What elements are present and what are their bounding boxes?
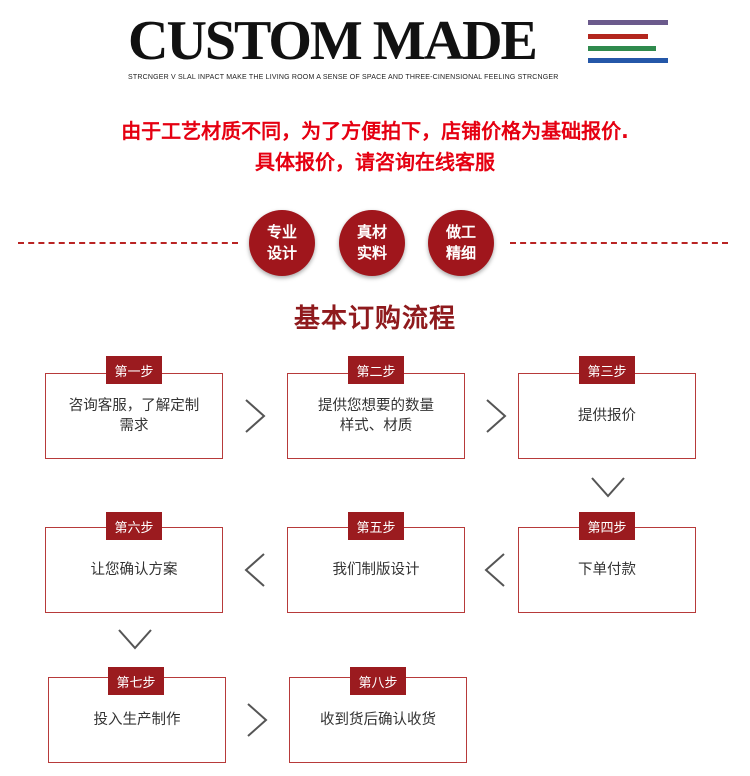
step-box-3: 提供报价 <box>518 373 696 459</box>
step-text: 我们制版设计 <box>332 562 420 578</box>
badge-line: 真材 <box>356 223 387 241</box>
step-text: 投入生产制作 <box>93 712 181 728</box>
divider-right <box>510 242 728 244</box>
step-text: 收到货后确认收货 <box>320 712 436 728</box>
step-tab-5: 第五步 <box>348 512 404 540</box>
badge-line: 精细 <box>445 244 476 262</box>
tagline: STRCNGER V SLAL INPACT MAKE THE LIVING R… <box>128 74 559 81</box>
logo-stripe <box>588 20 668 25</box>
badge-line: 实料 <box>356 244 387 262</box>
step-text: 让您确认方案 <box>90 562 178 578</box>
chevron-right-icon <box>247 703 268 737</box>
step-tab-3: 第三步 <box>579 356 635 384</box>
logo-stripe <box>588 46 656 51</box>
step-text: 下单付款 <box>578 562 636 578</box>
step-text: 咨询客服，了解定制 需求 <box>68 398 200 434</box>
process-title: 基本订购流程 <box>293 304 456 334</box>
step-tab-6: 第六步 <box>106 512 162 540</box>
step-tab-4: 第四步 <box>579 512 635 540</box>
chevron-down-icon <box>118 629 152 650</box>
logo-stripe <box>588 58 668 63</box>
step-box-4: 下单付款 <box>518 527 696 613</box>
chevron-right-icon <box>486 399 507 433</box>
notice-line-2: 具体报价，请咨询在线客服 <box>255 150 495 174</box>
badge-line: 设计 <box>266 244 297 262</box>
step-box-2: 提供您想要的数量 样式、材质 <box>287 373 465 459</box>
step-text: 提供您想要的数量 样式、材质 <box>318 398 434 434</box>
step-tab-2: 第二步 <box>348 356 404 384</box>
step-tab-7: 第七步 <box>108 667 164 695</box>
chevron-left-icon <box>484 553 505 587</box>
badge-design: 专业 设计 <box>249 210 315 276</box>
logo-title: CUSTOM MADE <box>128 10 538 72</box>
chevron-right-icon <box>245 399 266 433</box>
step-box-1: 咨询客服，了解定制 需求 <box>45 373 223 459</box>
badge-line: 做工 <box>445 223 476 241</box>
badge-line: 专业 <box>266 223 297 241</box>
logo-stripe <box>588 34 648 39</box>
badge-material: 真材 实料 <box>339 210 405 276</box>
step-box-5: 我们制版设计 <box>287 527 465 613</box>
chevron-down-icon <box>591 477 625 498</box>
step-box-7: 投入生产制作 <box>48 677 226 763</box>
badge-craft: 做工 精细 <box>428 210 494 276</box>
step-box-6: 让您确认方案 <box>45 527 223 613</box>
chevron-left-icon <box>244 553 265 587</box>
logo-stripes <box>588 20 668 66</box>
step-tab-8: 第八步 <box>350 667 406 695</box>
divider-left <box>18 242 238 244</box>
step-text: 提供报价 <box>578 408 636 424</box>
notice-line-1: 由于工艺材质不同，为了方便拍下，店铺价格为基础报价. <box>121 119 629 143</box>
step-tab-1: 第一步 <box>106 356 162 384</box>
